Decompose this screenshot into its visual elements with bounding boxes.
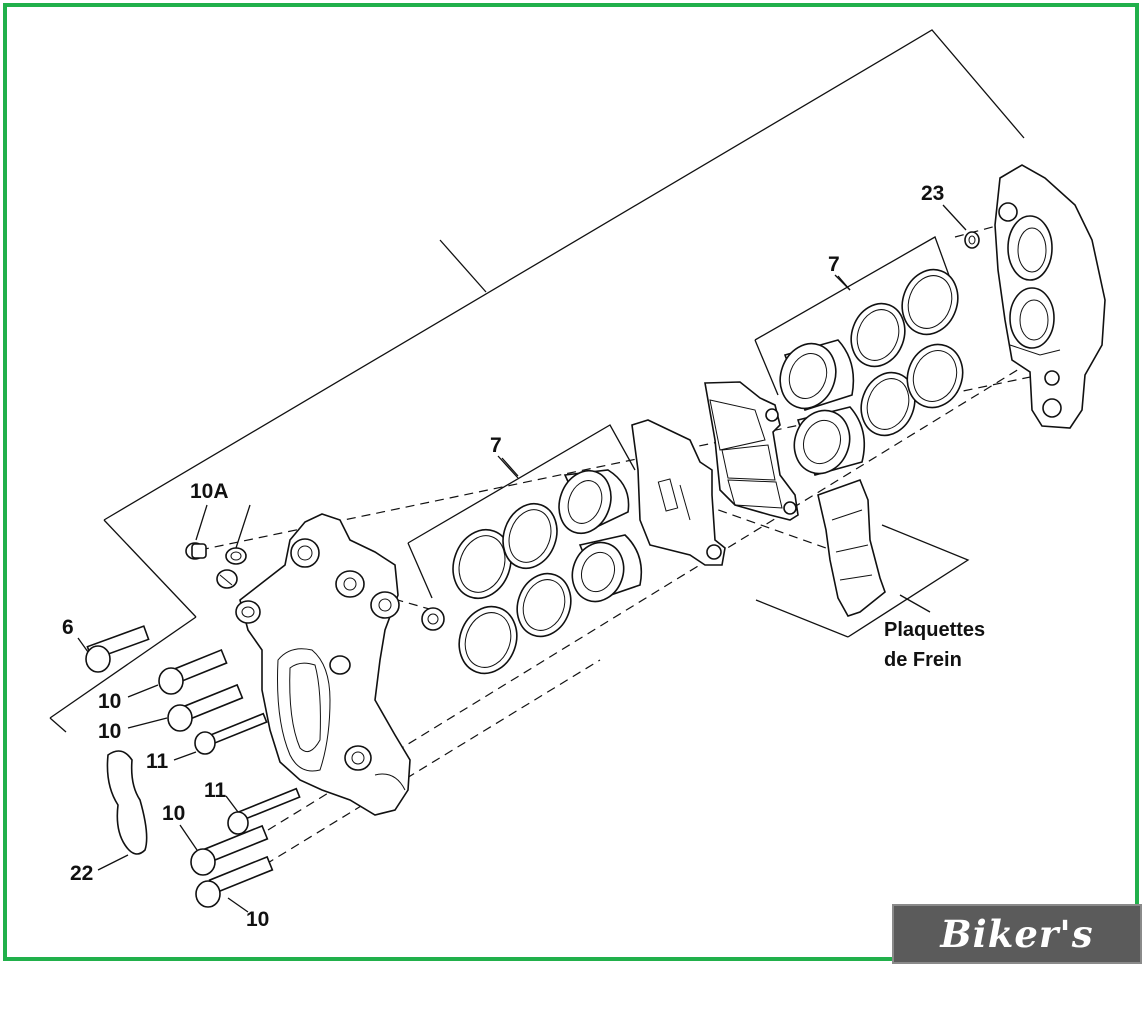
- label-6: 6: [62, 616, 74, 639]
- washer-23: [964, 231, 980, 249]
- pad-spring-clip: [817, 478, 886, 617]
- piston-kit-bracket-left: [407, 424, 636, 599]
- bolt-10-3: [190, 824, 269, 876]
- bolt-10-1: [158, 648, 228, 695]
- bleeder-screw: [185, 542, 238, 589]
- leader-lines: [77, 204, 967, 913]
- label-11-second: 11: [204, 779, 227, 802]
- caption-line-2: de Frein: [884, 649, 962, 671]
- brake-pads-bracket: [755, 524, 970, 638]
- transfer-seal: [421, 607, 445, 631]
- brake-pad-friction: [704, 381, 799, 521]
- bolt-10-4: [195, 855, 274, 908]
- bolt-6: [85, 625, 150, 673]
- label-7-left: 7: [490, 434, 502, 457]
- label-10-first: 10: [98, 690, 121, 713]
- caption-line-1: Plaquettes: [884, 619, 985, 641]
- label-10a: 10A: [190, 480, 229, 503]
- brake-caliper-exploded-diagram: 7 7 23 10A 6 10 10 11 11 10 22 10 Plaque…: [49, 29, 1106, 931]
- bolt-11-2: [227, 787, 301, 835]
- o-ring-22: [106, 750, 148, 855]
- diagram-frame: [3, 3, 1139, 961]
- bleeder-cap: [225, 547, 247, 565]
- caliper-half-left: [235, 513, 411, 816]
- label-10-fourth: 10: [246, 908, 269, 931]
- label-11-first: 11: [146, 750, 169, 773]
- watermark-logo: Biker's Store: [892, 904, 1142, 1012]
- label-10-second: 10: [98, 720, 121, 743]
- bolt-11-1: [194, 712, 268, 755]
- label-23: 23: [921, 182, 944, 205]
- label-10-third: 10: [162, 802, 185, 825]
- label-7-right: 7: [828, 253, 840, 276]
- label-22: 22: [70, 862, 93, 885]
- piston-set-left: [452, 469, 643, 675]
- brake-pad-backplate: [631, 419, 726, 566]
- assembly-bracket: [49, 29, 1025, 733]
- bolt-10-2: [167, 683, 244, 732]
- caliper-half-right: [994, 164, 1106, 429]
- piston-set-right: [779, 268, 964, 476]
